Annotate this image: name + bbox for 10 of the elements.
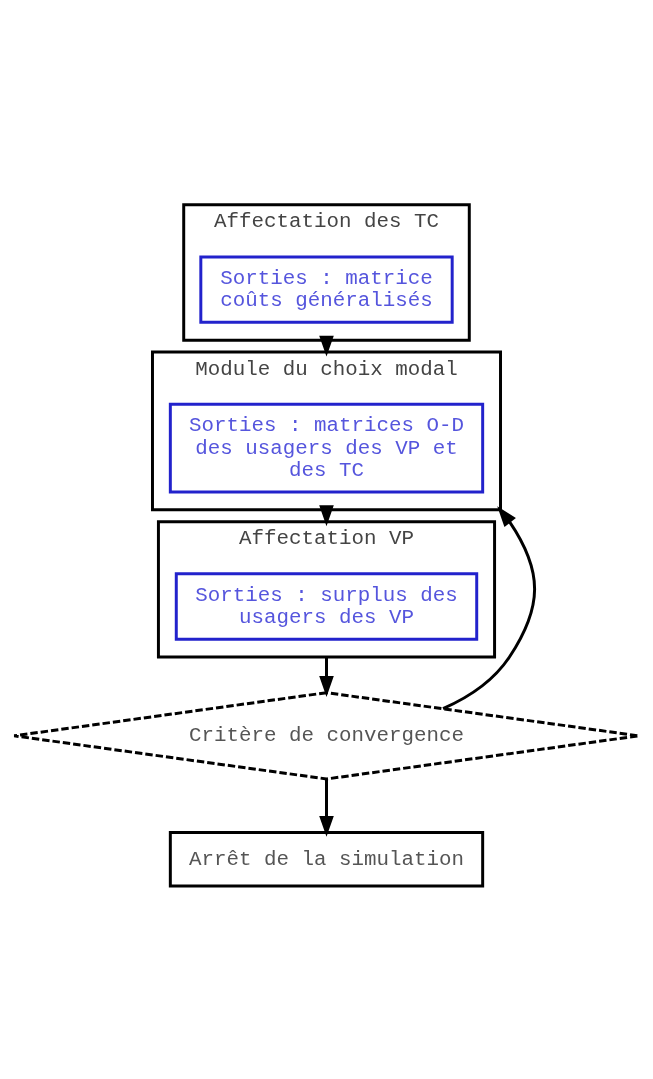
arrow	[319, 505, 334, 527]
node-box: Sorties : surplus des usagers des VP	[174, 572, 479, 641]
node-box: Sorties : matrice coûts généralisés	[199, 255, 454, 324]
node-box: Sorties : matrices O-D des usagers des VP et des TC	[168, 402, 485, 494]
node-box: Arrêt de la simulation	[168, 831, 485, 888]
arrow	[319, 779, 334, 837]
arrow	[319, 335, 334, 357]
arrow	[319, 657, 334, 697]
arrow	[442, 506, 537, 710]
node-diamond: Critère de convergence	[12, 691, 641, 781]
